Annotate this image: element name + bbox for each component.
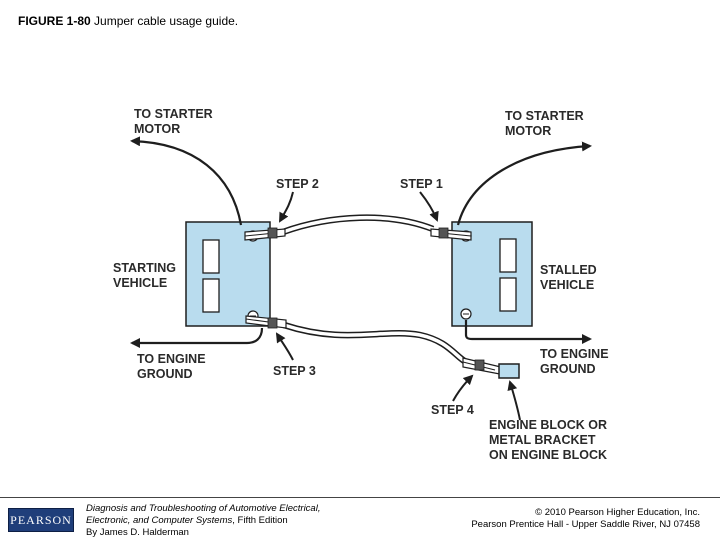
label-to-starter-right: TO STARTER	[505, 109, 584, 123]
starter-cable-left	[130, 136, 243, 226]
label-step1: STEP 1	[400, 177, 443, 191]
label-step3: STEP 3	[273, 364, 316, 378]
label-step2: STEP 2	[276, 177, 319, 191]
footer-divider	[0, 497, 720, 498]
figure-number: FIGURE 1-80	[18, 14, 91, 28]
label-ground-right-2: GROUND	[540, 362, 596, 376]
book-author: By James D. Halderman	[86, 527, 189, 538]
step2-arrow	[279, 191, 294, 223]
step1-arrow	[419, 191, 439, 222]
label-ground-right: TO ENGINE	[540, 347, 609, 361]
label-stalled-vehicle: STALLED	[540, 263, 597, 277]
jumper-cable-diagram: TO STARTER MOTOR TO STARTER MOTOR STEP 2…	[113, 107, 609, 462]
engine-block-arrow	[507, 380, 521, 421]
positive-jumper-cable	[281, 214, 435, 236]
label-stalled-vehicle-2: VEHICLE	[540, 278, 594, 292]
label-to-starter-right-2: MOTOR	[505, 124, 551, 138]
starter-cable-right	[456, 141, 592, 226]
label-ground-left-2: GROUND	[137, 367, 193, 381]
label-engine-block-2: METAL BRACKET	[489, 433, 596, 447]
step4-arrow	[452, 374, 474, 402]
copyright-line1: © 2010 Pearson Higher Education, Inc.	[535, 507, 700, 518]
copyright: © 2010 Pearson Higher Education, Inc. Pe…	[471, 507, 700, 531]
step3-arrow	[275, 332, 294, 361]
copyright-line2: Pearson Prentice Hall - Upper Saddle Riv…	[471, 519, 700, 530]
ground-cable-left	[130, 327, 264, 348]
book-title-line1: Diagnosis and Troubleshooting of Automot…	[86, 503, 321, 514]
engine-block-bracket-icon	[498, 363, 520, 379]
clamp-step2-icon	[244, 227, 286, 241]
clamp-step3-icon	[245, 315, 287, 329]
label-starting-vehicle-2: VEHICLE	[113, 276, 167, 290]
label-engine-block: ENGINE BLOCK OR	[489, 418, 607, 432]
label-to-starter-left-2: MOTOR	[134, 122, 180, 136]
label-starting-vehicle: STARTING	[113, 261, 176, 275]
ground-cable-right	[464, 320, 592, 344]
book-title-2: Electronic, and Computer Systems	[86, 515, 233, 526]
figure-caption: Jumper cable usage guide.	[94, 14, 239, 28]
negative-jumper-cable	[282, 321, 468, 365]
book-edition: , Fifth Edition	[232, 515, 288, 526]
figure-title: FIGURE 1-80 Jumper cable usage guide.	[18, 14, 238, 28]
book-credit: Diagnosis and Troubleshooting of Automot…	[86, 503, 320, 539]
pearson-logo: PEARSON	[8, 508, 74, 532]
clamp-step1-icon	[430, 227, 472, 241]
label-step4: STEP 4	[431, 403, 474, 417]
label-ground-left: TO ENGINE	[137, 352, 206, 366]
book-title-line2: Electronic, and Computer Systems, Fifth …	[86, 515, 320, 527]
label-engine-block-3: ON ENGINE BLOCK	[489, 448, 607, 462]
label-to-starter-left: TO STARTER	[134, 107, 213, 121]
